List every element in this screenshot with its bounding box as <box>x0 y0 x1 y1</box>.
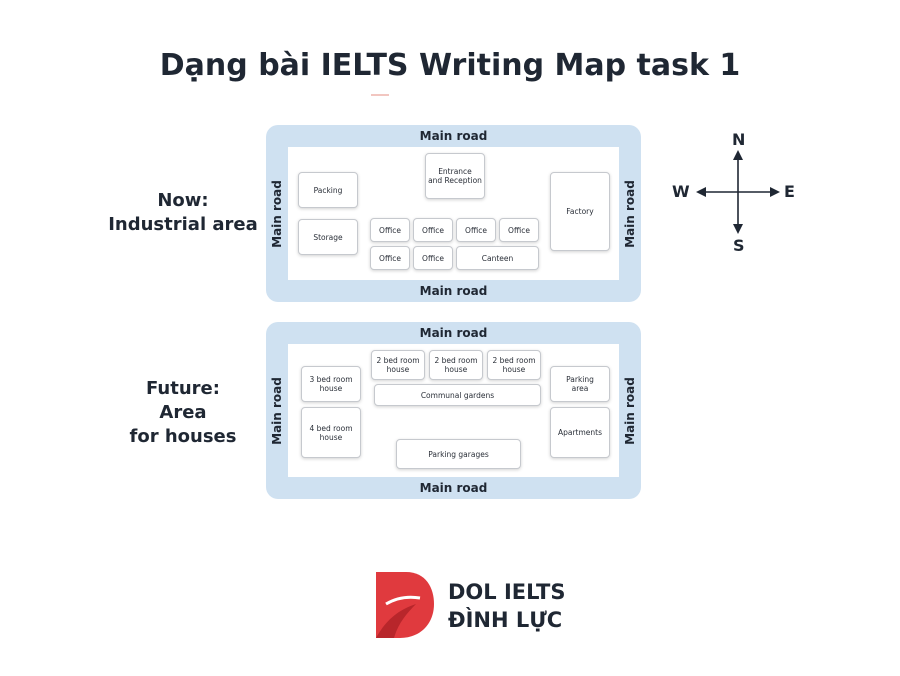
factory-building: Factory <box>550 172 610 251</box>
now-label: Now: Industrial area <box>108 189 258 237</box>
now-map: Main road Main road Main road Main road … <box>266 125 641 302</box>
future-label: Future: Area for houses <box>108 377 258 449</box>
brand-name-line2: ĐÌNH LỰC <box>448 608 563 632</box>
office-building: Office <box>499 218 539 242</box>
future-road-north: Main road <box>419 326 488 340</box>
now-road-east: Main road <box>623 179 638 248</box>
page-title: Dạng bài IELTS Writing Map task 1 <box>159 48 741 83</box>
parking-garages: Parking garages <box>396 439 521 469</box>
now-road-south: Main road <box>419 284 488 298</box>
storage-building: Storage <box>298 219 358 255</box>
future-map: Main road Main road Main road Main road … <box>266 322 641 499</box>
packing-building: Packing <box>298 172 358 208</box>
office-building: Office <box>413 246 453 270</box>
future-label-line2: Area <box>159 402 207 423</box>
canteen-building: Canteen <box>456 246 539 270</box>
compass-west: W <box>672 182 690 201</box>
brand-name-line1: DOL IELTS <box>448 580 566 604</box>
future-road-south: Main road <box>419 481 488 495</box>
compass-rose: N S W E <box>672 130 800 255</box>
communal-gardens: Communal gardens <box>374 384 541 406</box>
compass-east: E <box>784 182 795 201</box>
future-road-east: Main road <box>623 376 638 445</box>
apartments-building: Apartments <box>550 407 610 458</box>
compass-arrows-icon <box>696 150 780 234</box>
office-building: Office <box>370 246 410 270</box>
office-building: Office <box>370 218 410 242</box>
now-road-west: Main road <box>270 179 285 248</box>
compass-north: N <box>732 130 746 149</box>
dol-logo-icon <box>376 572 434 638</box>
future-label-line3: for houses <box>129 426 237 447</box>
now-label-line2: Industrial area <box>108 214 258 235</box>
office-building: Office <box>413 218 453 242</box>
now-label-line1: Now: <box>157 190 209 211</box>
future-label-line1: Future: <box>146 378 220 399</box>
future-road-west: Main road <box>270 376 285 445</box>
now-road-north: Main road <box>419 129 488 143</box>
office-building: Office <box>456 218 496 242</box>
title-underline <box>371 94 389 96</box>
compass-south: S <box>733 236 745 255</box>
